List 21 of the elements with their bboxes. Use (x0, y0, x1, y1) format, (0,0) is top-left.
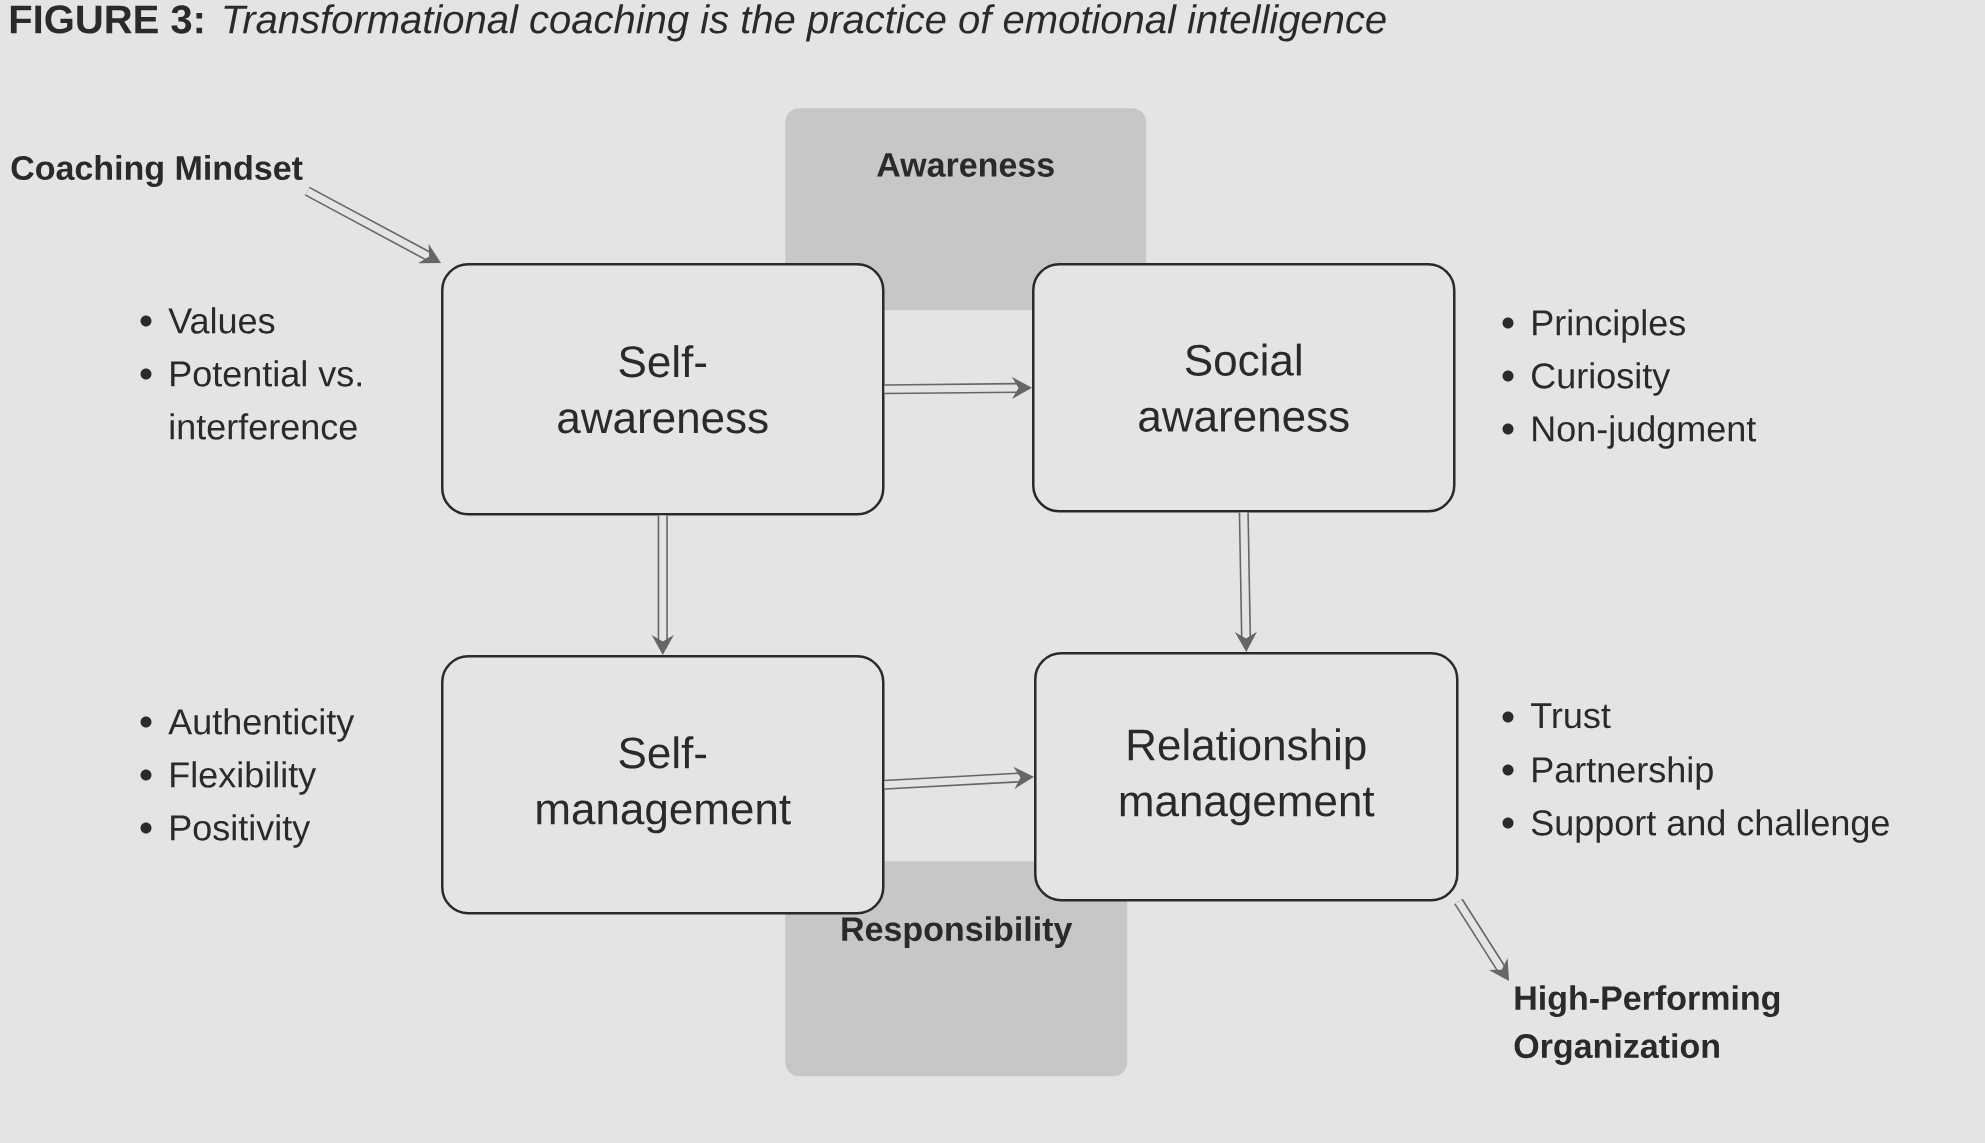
bullet-item: Non-judgment (1533, 415, 1757, 449)
rounded-box: Social awareness (1032, 263, 1456, 513)
bullet-item: Potential vs. interference (170, 360, 361, 440)
bullet-item: Partnership (1533, 756, 1713, 790)
bullet-item: Trust (1531, 703, 1611, 729)
bullet-item: Curiosity (1532, 362, 1671, 396)
bullet-item: Support and challenge (1531, 809, 1889, 843)
rounded-box: Self-management (441, 655, 885, 915)
arrow (884, 766, 1034, 790)
bullet-item: Positivity (171, 814, 311, 848)
heading-label: Coaching Mindset (11, 155, 303, 187)
bullet-item: Principles (1533, 309, 1685, 343)
bullet-item: Values (168, 307, 275, 334)
arrow (304, 186, 441, 264)
rounded-box: Relationship management (1034, 652, 1459, 902)
rounded-box: Self-awareness (441, 263, 885, 516)
heading-label: High-Performing Organization (1514, 985, 1780, 1066)
arrow (1454, 898, 1509, 981)
bullet-item: Flexibility (171, 761, 317, 795)
figure-title: FIGURE 3: Transformational coaching is the practice of emotional intelligence (10, 4, 1386, 42)
bullet-item: Authenticity (168, 708, 355, 742)
